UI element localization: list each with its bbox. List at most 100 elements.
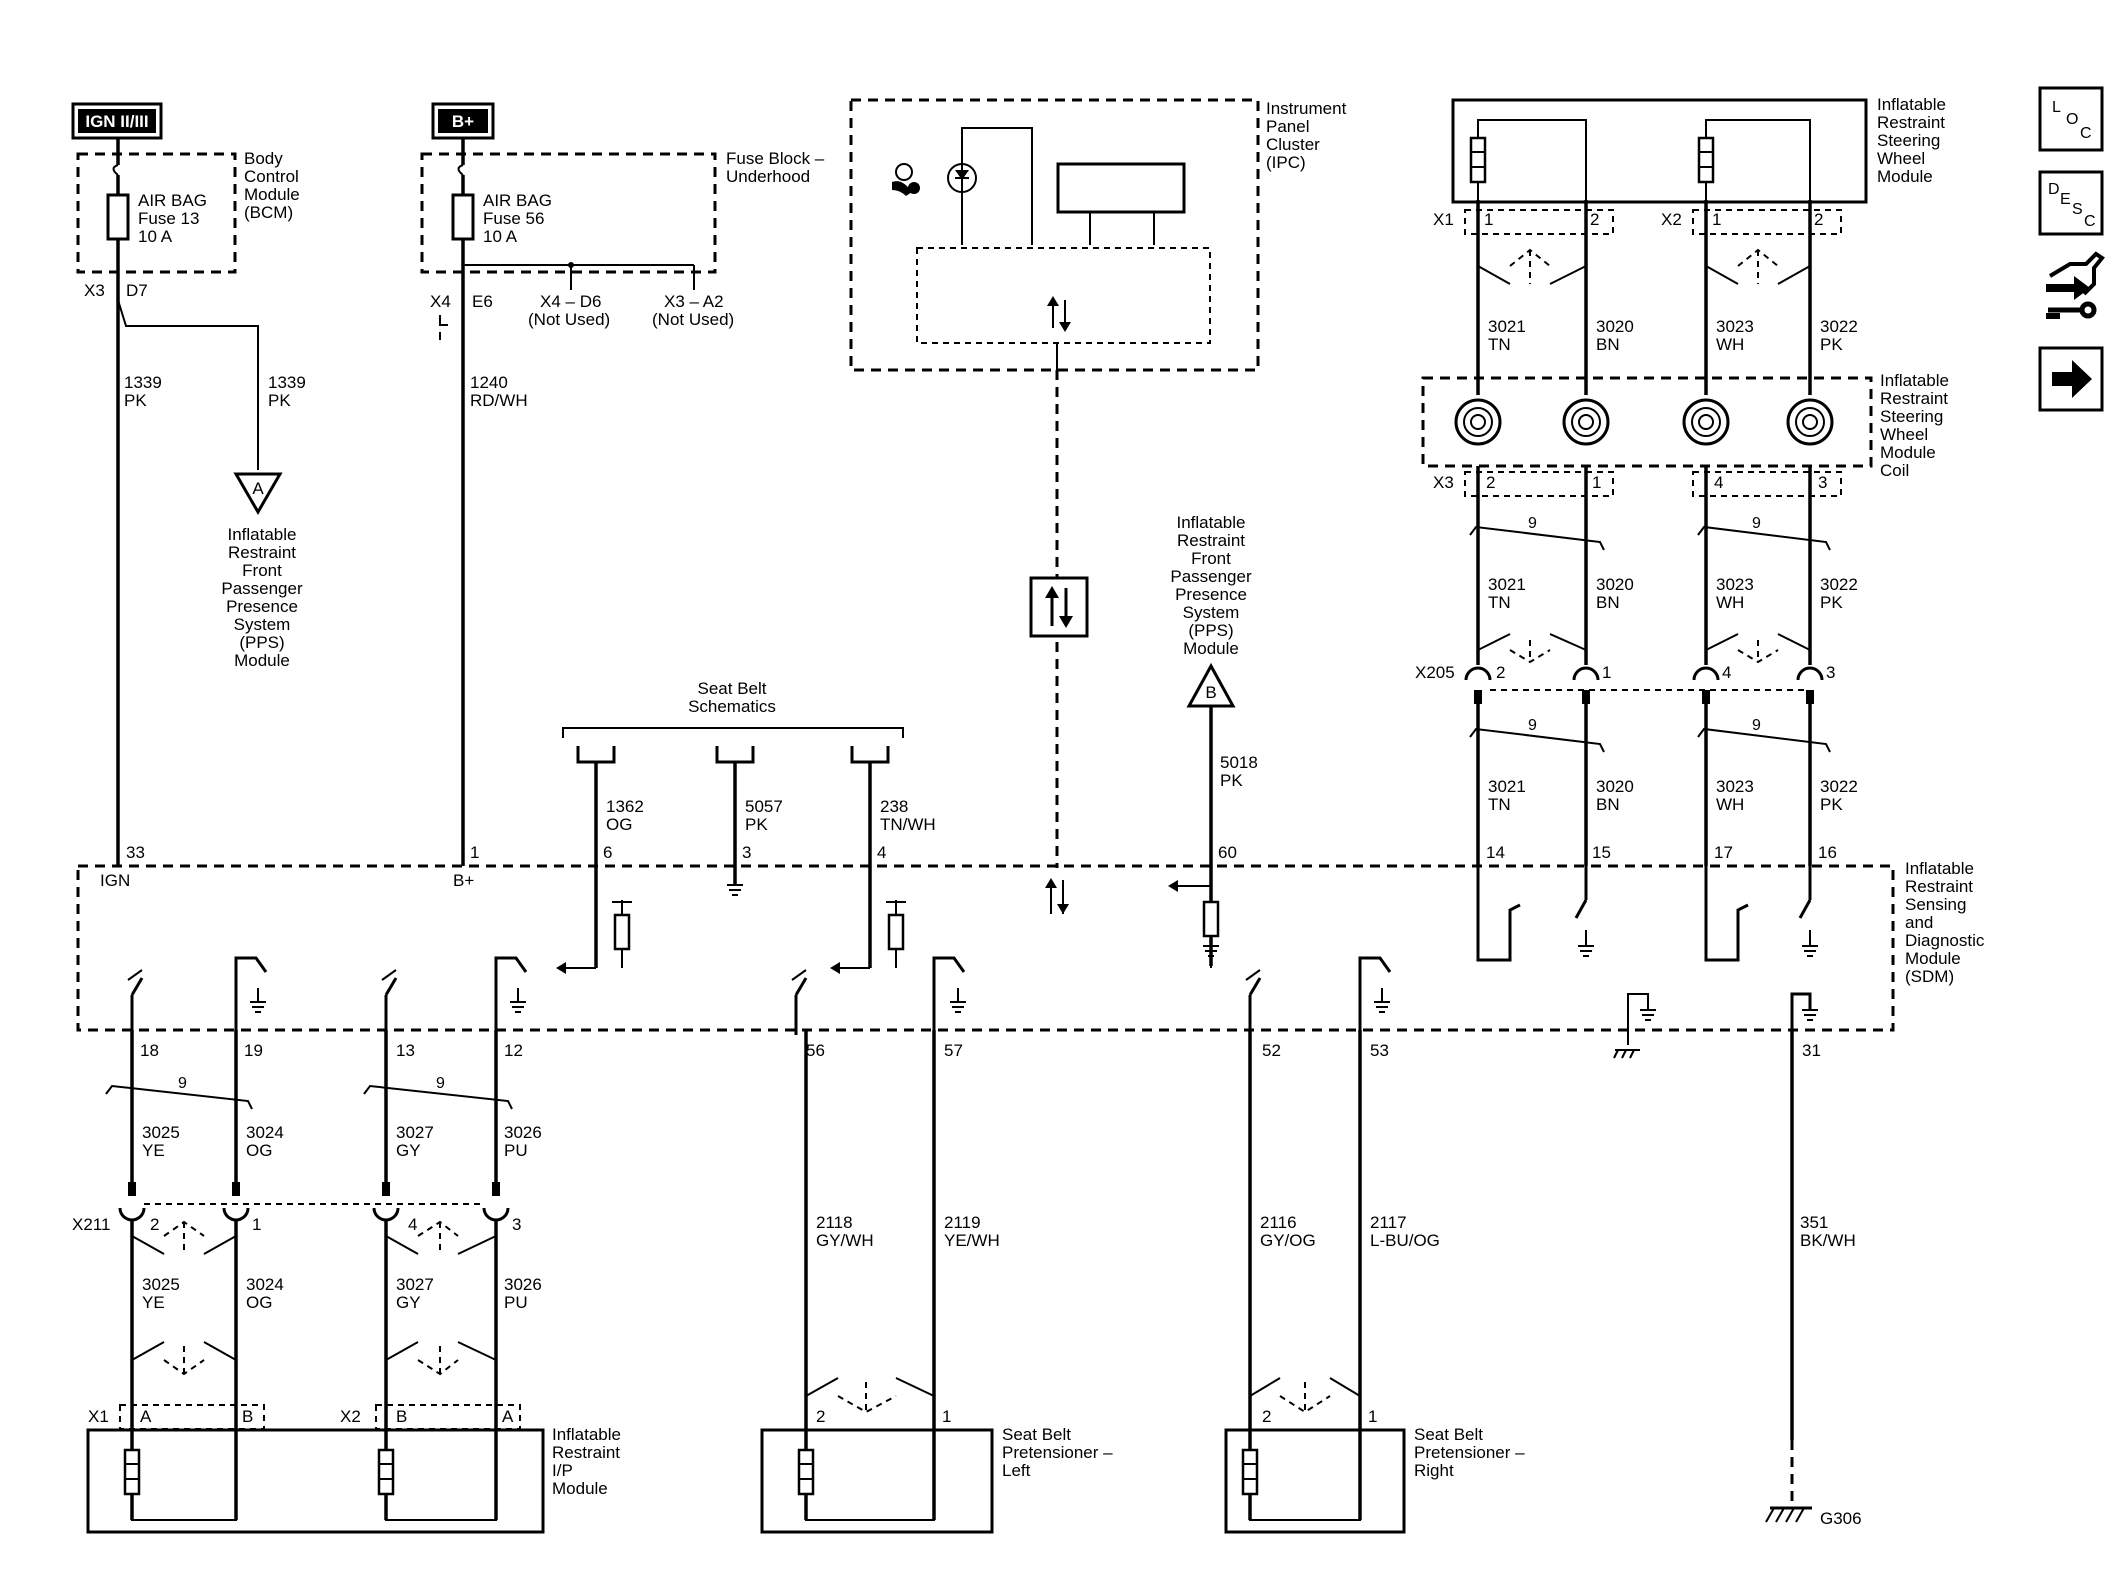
svg-text:3: 3 xyxy=(512,1215,521,1234)
svg-text:A: A xyxy=(502,1407,514,1426)
svg-text:Wheel: Wheel xyxy=(1877,149,1925,168)
svg-text:1: 1 xyxy=(1592,473,1601,492)
svg-text:Inflatable: Inflatable xyxy=(1905,859,1974,878)
svg-text:53: 53 xyxy=(1370,1041,1389,1060)
svg-text:PK: PK xyxy=(1820,795,1843,814)
svg-text:PK: PK xyxy=(1220,771,1243,790)
svg-text:2: 2 xyxy=(816,1407,825,1426)
svg-text:3: 3 xyxy=(742,843,751,862)
svg-text:(PPS): (PPS) xyxy=(1188,621,1233,640)
bcm-module: Body Control Module (BCM) AIR BAG Fuse 1… xyxy=(76,138,300,300)
svg-text:9: 9 xyxy=(178,1075,187,1092)
svg-text:OG: OG xyxy=(246,1141,272,1160)
location-button[interactable]: L O C xyxy=(2038,86,2104,152)
svg-text:3027: 3027 xyxy=(396,1123,434,1142)
svg-text:1: 1 xyxy=(252,1215,261,1234)
svg-text:Panel: Panel xyxy=(1266,117,1309,136)
svg-text:Module: Module xyxy=(1877,167,1933,186)
svg-text:3021: 3021 xyxy=(1488,575,1526,594)
svg-text:I/P: I/P xyxy=(552,1461,573,1480)
svg-text:Module: Module xyxy=(234,651,290,670)
svg-text:Instrument: Instrument xyxy=(1266,99,1347,118)
svg-text:L-BU/OG: L-BU/OG xyxy=(1370,1231,1440,1250)
svg-text:Wheel: Wheel xyxy=(1880,425,1928,444)
svg-text:2: 2 xyxy=(1496,663,1505,682)
svg-text:2119: 2119 xyxy=(944,1213,981,1232)
svg-text:3024: 3024 xyxy=(246,1123,284,1142)
svg-text:12: 12 xyxy=(504,1041,523,1060)
svg-text:BN: BN xyxy=(1596,593,1620,612)
svg-text:6: 6 xyxy=(603,843,612,862)
svg-text:X1: X1 xyxy=(88,1407,109,1426)
svg-text:56: 56 xyxy=(806,1041,825,1060)
svg-text:G306: G306 xyxy=(1820,1509,1862,1528)
description-button[interactable]: D E S C xyxy=(2038,170,2104,236)
svg-text:X3: X3 xyxy=(84,281,105,300)
svg-text:3022: 3022 xyxy=(1820,575,1858,594)
svg-text:Pretensioner –: Pretensioner – xyxy=(1414,1443,1525,1462)
svg-text:TN: TN xyxy=(1488,593,1511,612)
svg-text:X211: X211 xyxy=(72,1215,110,1234)
coil-spring-icon xyxy=(1562,398,1610,446)
svg-text:4: 4 xyxy=(408,1215,417,1234)
svg-text:Seat Belt: Seat Belt xyxy=(1002,1425,1071,1444)
svg-text:9: 9 xyxy=(1752,717,1761,734)
svg-text:14: 14 xyxy=(1486,843,1505,862)
svg-text:Inflatable: Inflatable xyxy=(1877,95,1946,114)
connector-x211: X211 2 1 4 3 xyxy=(72,1203,521,1255)
svg-text:16: 16 xyxy=(1818,843,1837,862)
shorting-bars-top xyxy=(1477,248,1811,285)
svg-text:3021: 3021 xyxy=(1488,777,1526,796)
svg-text:Right: Right xyxy=(1414,1461,1454,1480)
svg-text:Seat Belt: Seat Belt xyxy=(698,679,767,698)
connector-x205: X205 2 1 4 3 xyxy=(1415,663,1835,704)
svg-text:Sensing: Sensing xyxy=(1905,895,1966,914)
svg-text:(SDM): (SDM) xyxy=(1905,967,1954,986)
connector-wrench-icon[interactable] xyxy=(2046,251,2105,319)
svg-text:1339: 1339 xyxy=(124,373,162,392)
svg-text:Inflatable: Inflatable xyxy=(1177,513,1246,532)
steering-wheel-module-coil: Inflatable Restraint Steering Wheel Modu… xyxy=(1421,371,1949,480)
x205-to-sdm-wires: 9 9 3021 TN 3020 BN 3023 WH 3022 PK xyxy=(1469,704,1858,866)
svg-text:Restraint: Restraint xyxy=(228,543,296,562)
svg-text:Body: Body xyxy=(244,149,283,168)
svg-text:Fuse 56: Fuse 56 xyxy=(483,209,544,228)
next-arrow-button[interactable] xyxy=(2038,346,2104,412)
svg-text:B: B xyxy=(1205,683,1216,702)
svg-text:Presence: Presence xyxy=(226,597,298,616)
svg-text:A: A xyxy=(252,479,264,498)
svg-text:BN: BN xyxy=(1596,335,1620,354)
svg-text:TN: TN xyxy=(1488,795,1511,814)
svg-text:2116: 2116 xyxy=(1260,1213,1297,1232)
steering-connectors-top: X1 1 2 X2 1 2 xyxy=(1433,209,1842,235)
svg-text:Front: Front xyxy=(1191,549,1231,568)
svg-text:PK: PK xyxy=(124,391,147,410)
svg-text:3025: 3025 xyxy=(142,1123,180,1142)
svg-text:OG: OG xyxy=(246,1293,272,1312)
svg-text:PK: PK xyxy=(1820,335,1843,354)
fuse-block-underhood: Fuse Block – Underhood AIR BAG Fuse 56 1… xyxy=(420,138,825,866)
svg-text:2: 2 xyxy=(1486,473,1495,492)
svg-text:1362: 1362 xyxy=(606,797,644,816)
svg-text:System: System xyxy=(234,615,291,634)
coil-spring-icon xyxy=(1454,398,1502,446)
svg-text:9: 9 xyxy=(1752,515,1761,532)
svg-text:Passenger: Passenger xyxy=(221,579,303,598)
svg-text:YE/WH: YE/WH xyxy=(944,1231,1000,1250)
svg-text:1: 1 xyxy=(1368,1407,1377,1426)
svg-text:B: B xyxy=(242,1407,253,1426)
seat-belt-pretensioner-right: 2116 GY/OG 2117 L-BU/OG 2 1 Seat Belt Pr… xyxy=(1224,1030,1525,1534)
svg-text:O: O xyxy=(2066,111,2078,128)
svg-text:31: 31 xyxy=(1802,1041,1821,1060)
svg-text:X4: X4 xyxy=(430,292,451,311)
svg-text:GY/WH: GY/WH xyxy=(816,1231,874,1250)
inflatable-restraint-ip-module: Inflatable Restraint I/P Module xyxy=(86,1425,621,1534)
svg-text:L: L xyxy=(2052,99,2061,116)
svg-text:GY/OG: GY/OG xyxy=(1260,1231,1316,1250)
svg-text:B+: B+ xyxy=(452,112,474,131)
ip-module-lower-wiring: 3025 YE 3024 OG 3027 GY 3026 PU X1 A B X… xyxy=(88,1220,542,1520)
coil-to-x205-wires: 9 9 3021 TN 3020 BN 3023 WH 3022 PK xyxy=(1469,466,1858,665)
svg-text:GY: GY xyxy=(396,1293,421,1312)
svg-text:3: 3 xyxy=(1818,473,1827,492)
